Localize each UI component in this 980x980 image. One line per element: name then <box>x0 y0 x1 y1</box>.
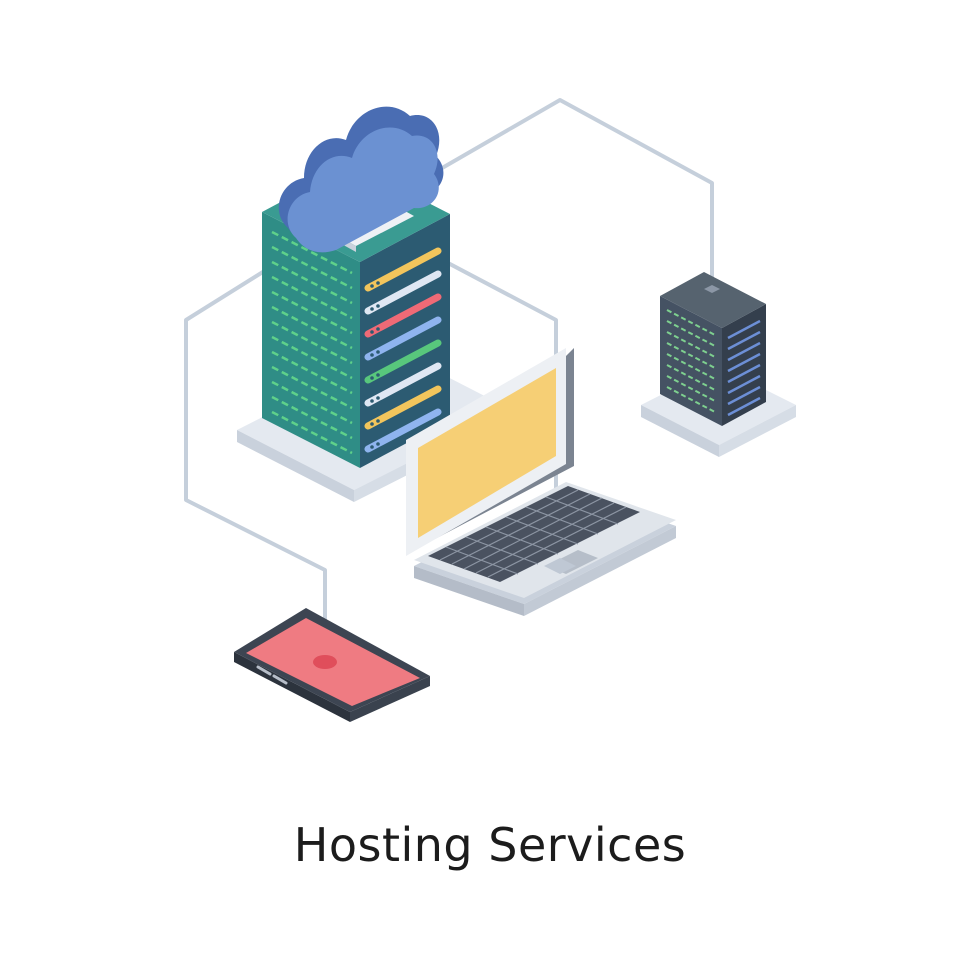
server-base-left <box>237 430 354 502</box>
small-server-slots <box>727 319 761 417</box>
cloud-front-layer <box>287 127 439 253</box>
server-vent-lines <box>271 230 353 455</box>
laptop-connector <box>544 558 576 574</box>
smartphone-icon <box>234 608 430 722</box>
laptop-base-front <box>414 566 524 616</box>
small-server-base-left <box>641 405 719 457</box>
laptop-keyboard <box>428 486 640 582</box>
cable-server-to-phone <box>184 253 327 660</box>
cable-connectors <box>544 285 720 574</box>
server-drive-slots <box>364 247 442 453</box>
small-server-vents <box>666 309 716 413</box>
server-drive-leds <box>370 281 380 449</box>
phone-side-button-2 <box>272 674 288 685</box>
small-server-front <box>660 296 722 426</box>
small-server-connector <box>704 285 720 293</box>
cloud-icon <box>278 106 444 253</box>
small-server-icon <box>641 272 796 457</box>
phone-body-side-right <box>350 676 430 722</box>
phone-side-button <box>256 665 272 676</box>
laptop-icon <box>406 348 676 616</box>
illustration-caption: Hosting Services <box>293 818 687 872</box>
laptop-screen <box>418 368 556 538</box>
small-server-base-right <box>719 405 796 457</box>
laptop-key-grid <box>439 489 627 578</box>
small-server-top <box>660 272 766 328</box>
laptop-base-right <box>524 526 676 616</box>
cable-cloud-to-small-server <box>429 98 714 290</box>
phone-connection-dot <box>313 655 337 669</box>
